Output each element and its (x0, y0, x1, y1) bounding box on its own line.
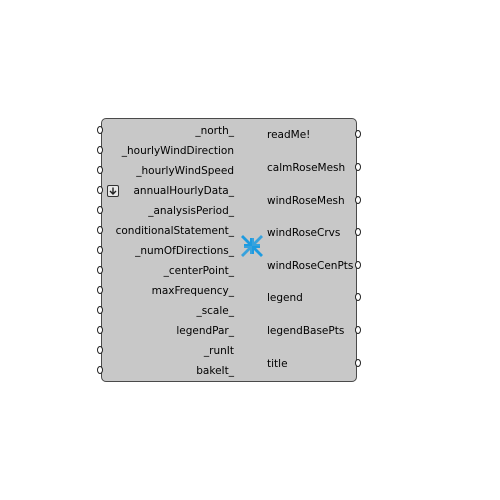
windrose-arrows-icon (241, 235, 263, 257)
input-grip[interactable] (97, 306, 103, 314)
input-grip[interactable] (97, 166, 103, 174)
input-grip[interactable] (97, 286, 103, 294)
input-analysis-period[interactable]: _analysisPeriod_ (148, 205, 234, 217)
output-calm-rose-mesh[interactable]: calmRoseMesh (267, 162, 346, 174)
input-grip[interactable] (97, 346, 103, 354)
input-max-frequency[interactable]: maxFrequency_ (151, 285, 234, 297)
output-grip[interactable] (355, 228, 361, 236)
input-bake-it[interactable]: bakeIt_ (196, 365, 234, 377)
output-grip[interactable] (355, 359, 361, 367)
windrose-component[interactable]: _north_ _hourlyWindDirection _hourlyWind… (101, 118, 357, 382)
output-wind-rose-mesh[interactable]: windRoseMesh (267, 195, 345, 207)
input-grip[interactable] (97, 226, 103, 234)
input-grip[interactable] (97, 366, 103, 374)
output-grip[interactable] (355, 196, 361, 204)
input-conditional-statement[interactable]: conditionalStatement_ (115, 225, 234, 237)
flatten-down-arrow-icon (107, 185, 119, 197)
input-north[interactable]: _north_ (195, 125, 234, 137)
output-title[interactable]: title (267, 358, 288, 370)
input-legend-par[interactable]: legendPar_ (176, 325, 234, 337)
output-wind-rose-crvs[interactable]: windRoseCrvs (267, 227, 341, 239)
output-legend-base-pts[interactable]: legendBasePts (267, 325, 345, 337)
output-readme[interactable]: readMe! (267, 129, 311, 141)
input-grip[interactable] (97, 206, 103, 214)
output-grip[interactable] (355, 163, 361, 171)
output-grip[interactable] (355, 130, 361, 138)
output-grip[interactable] (355, 326, 361, 334)
output-grip[interactable] (355, 261, 361, 269)
input-grip[interactable] (97, 146, 103, 154)
input-grip[interactable] (97, 186, 103, 194)
input-scale[interactable]: _scale_ (196, 305, 234, 317)
input-center-point[interactable]: _centerPoint_ (163, 265, 234, 277)
output-wind-rose-cen-pts[interactable]: windRoseCenPts (267, 260, 354, 272)
input-num-of-directions[interactable]: _numOfDirections_ (135, 245, 234, 257)
input-hourly-wind-direction[interactable]: _hourlyWindDirection (121, 145, 234, 157)
input-hourly-wind-speed[interactable]: _hourlyWindSpeed (136, 165, 234, 177)
input-grip[interactable] (97, 246, 103, 254)
input-grip[interactable] (97, 326, 103, 334)
input-annual-hourly-data[interactable]: annualHourlyData_ (133, 185, 235, 197)
input-run-it[interactable]: _runIt (203, 345, 234, 357)
input-grip[interactable] (97, 266, 103, 274)
output-grip[interactable] (355, 293, 361, 301)
inputs-column: _north_ _hourlyWindDirection _hourlyWind… (102, 119, 234, 381)
input-grip[interactable] (97, 126, 103, 134)
output-legend[interactable]: legend (267, 292, 303, 304)
outputs-column: readMe! calmRoseMesh windRoseMesh windRo… (265, 119, 357, 381)
